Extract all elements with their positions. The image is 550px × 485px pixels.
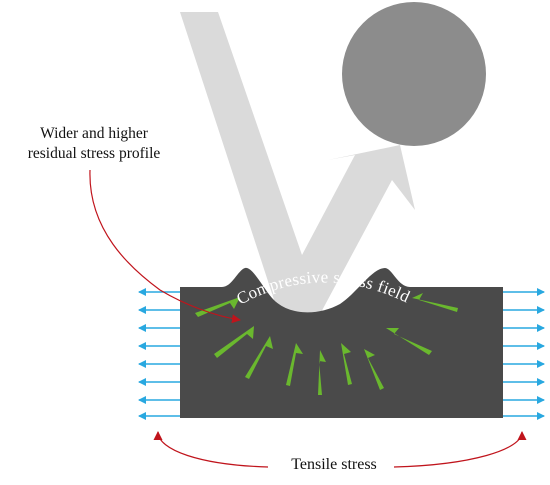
annotation-line-2: residual stress profile — [27, 145, 161, 162]
tensile-stress-label: Tensile stress — [291, 456, 377, 473]
compressive-arrows — [195, 293, 458, 395]
annotation-line-1: Wider and higher — [40, 125, 148, 142]
compressive-arrow — [318, 350, 326, 395]
trajectory-arrow — [180, 12, 415, 318]
tensile-arrows-right — [503, 288, 545, 420]
compressive-arrow — [341, 343, 352, 385]
residual-stress-annotation: Wider and higher residual stress profile — [6, 124, 182, 164]
compressive-arrow — [386, 328, 432, 355]
compressive-arrow — [214, 326, 254, 358]
compressive-arrow — [286, 343, 303, 386]
compressive-arrow — [364, 349, 384, 390]
workpiece — [180, 267, 503, 418]
tensile-arrows-left — [138, 288, 180, 420]
tensile-leader-right — [393, 431, 527, 468]
tensile-leader-left — [153, 431, 269, 468]
shot-ball — [342, 2, 486, 146]
compressive-arrow — [195, 297, 240, 317]
compressive-arrow — [412, 293, 458, 312]
profile-leader-line — [89, 169, 241, 324]
compressive-arrow — [245, 336, 273, 379]
